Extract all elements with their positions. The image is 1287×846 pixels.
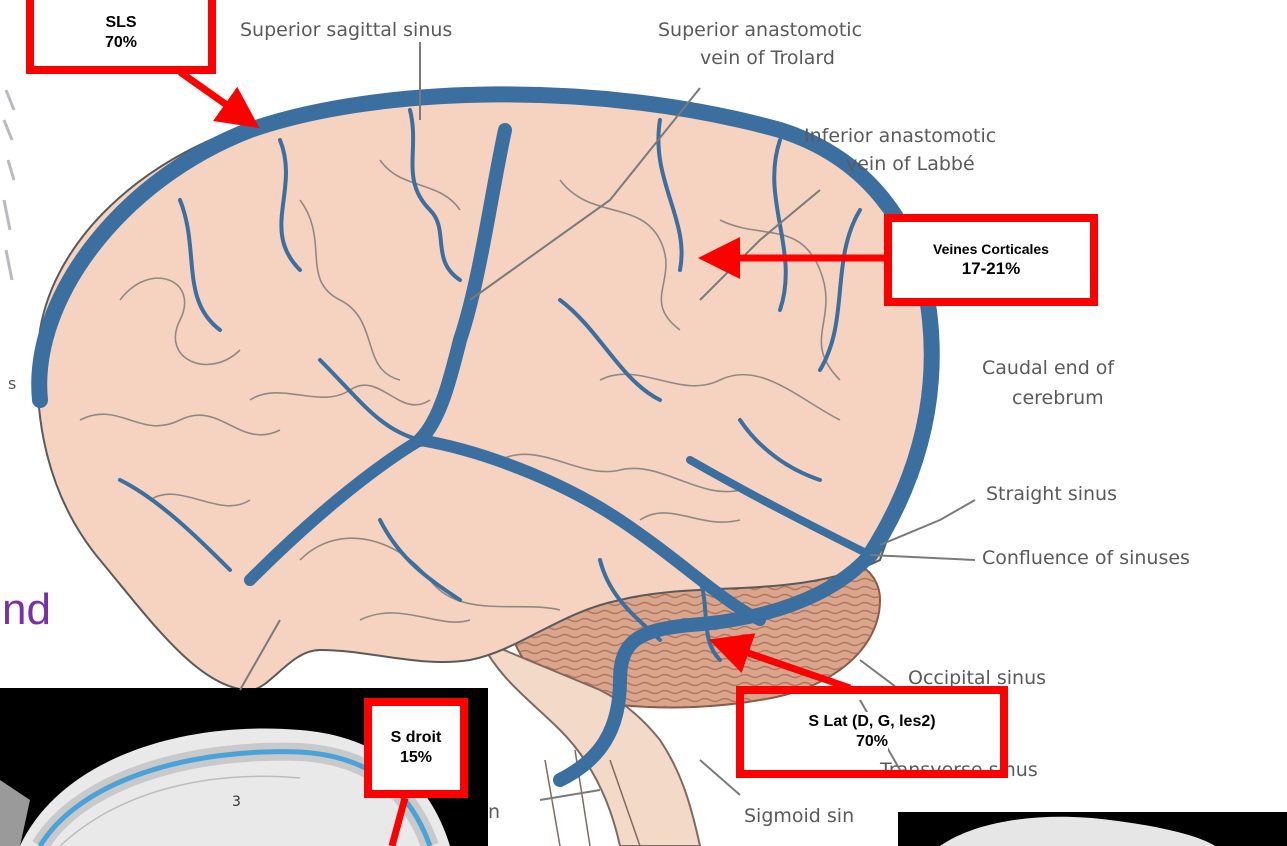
callout-s-droit-name: S droit xyxy=(391,728,442,748)
label-sigmoid-sinus: Sigmoid sin xyxy=(744,804,854,828)
callout-s-droit: S droit 15% xyxy=(364,698,468,798)
label-caudal-line2: cerebrum xyxy=(1012,386,1104,410)
label-partial-n: n xyxy=(488,800,500,824)
callout-sls-name: SLS xyxy=(105,13,136,33)
callout-cortical-value: 17-21% xyxy=(962,258,1021,280)
inset-number: 3 xyxy=(232,790,241,814)
callout-s-lat-name: S Lat (D, G, les2) xyxy=(808,712,935,732)
label-caudal-line1: Caudal end of xyxy=(982,356,1114,380)
label-inferior-anastomotic-line2: vein of Labbé xyxy=(846,152,975,176)
callout-veines-corticales: Veines Corticales 17-21% xyxy=(884,214,1098,306)
label-superior-anastomotic-line2: vein of Trolard xyxy=(700,46,835,70)
slide-title-fragment: nd xyxy=(2,585,51,635)
label-partial-s: s xyxy=(8,372,16,396)
callout-sls: SLS 70% xyxy=(26,0,216,74)
label-superior-anastomotic-line1: Superior anastomotic xyxy=(658,18,862,42)
callout-sls-value: 70% xyxy=(105,33,137,53)
inset-panel-right xyxy=(898,812,1287,846)
callout-s-lat-value: 70% xyxy=(856,732,888,752)
callout-cortical-name: Veines Corticales xyxy=(933,240,1049,258)
label-inferior-anastomotic-line1: Inferior anastomotic xyxy=(804,124,996,148)
callout-s-lat: S Lat (D, G, les2) 70% xyxy=(736,686,1008,778)
label-superior-sagittal-sinus: Superior sagittal sinus xyxy=(240,18,452,42)
label-straight-sinus: Straight sinus xyxy=(986,482,1117,506)
label-confluence-of-sinuses: Confluence of sinuses xyxy=(982,546,1190,570)
callout-s-droit-value: 15% xyxy=(400,748,432,768)
left-edge-artifact xyxy=(4,90,14,280)
